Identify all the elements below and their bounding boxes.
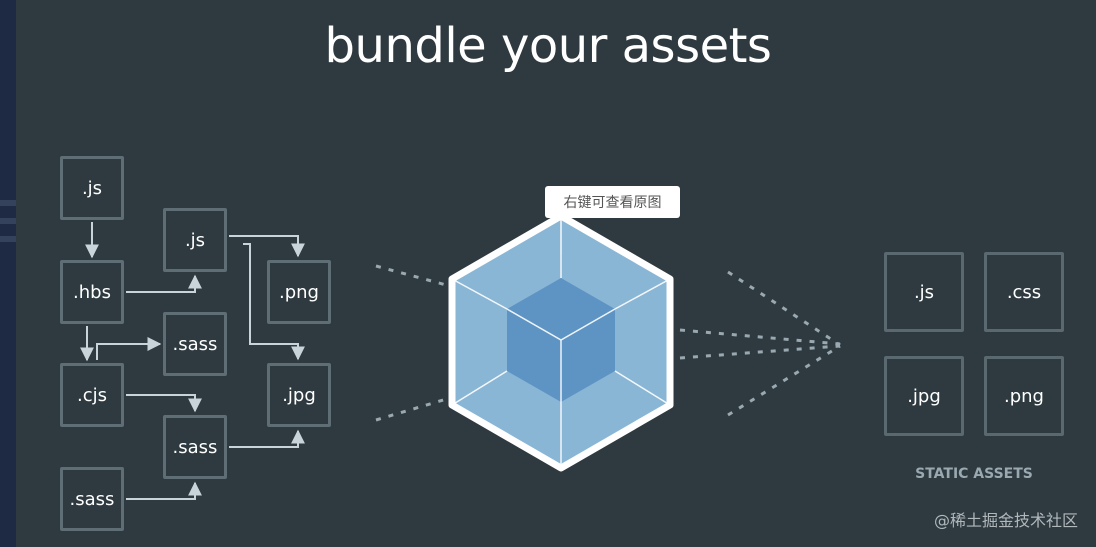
- edge-stripe: [0, 200, 16, 206]
- edge-stripe: [0, 218, 16, 224]
- static-asset-css: .css: [984, 252, 1064, 332]
- source-box-js-2: .js: [163, 208, 227, 272]
- source-box-png: .png: [267, 260, 331, 324]
- flow-line-out: [679, 344, 841, 360]
- edge-stripe: [0, 236, 16, 242]
- source-box-sass-3: .sass: [163, 415, 227, 479]
- dependency-arrow: [229, 429, 305, 448]
- dependency-arrow: [126, 274, 202, 293]
- source-box-jpg: .jpg: [267, 363, 331, 427]
- watermark: @稀土掘金技术社区: [933, 511, 1078, 530]
- source-box-js: .js: [60, 156, 124, 220]
- flow-line-out: [727, 270, 841, 347]
- flow-line-in: [375, 264, 451, 288]
- dependency-arrow: [96, 337, 162, 360]
- static-asset-js: .js: [884, 252, 964, 332]
- dependency-arrow: [126, 481, 202, 500]
- source-box-hbs: .hbs: [60, 260, 124, 324]
- diagram-title: bundle your assets: [324, 18, 772, 74]
- view-original-tooltip: 右键可查看原图: [545, 186, 680, 218]
- static-asset-png: .png: [984, 356, 1064, 436]
- source-box-sass-2: .sass: [163, 312, 227, 376]
- static-assets-label: STATIC ASSETS: [915, 466, 1033, 482]
- dependency-arrow: [126, 394, 202, 413]
- source-box-sass: .sass: [60, 467, 124, 531]
- source-box-cjs: .cjs: [60, 363, 124, 427]
- flow-line-out: [727, 344, 841, 417]
- dependency-arrow: [243, 243, 305, 361]
- flow-line-out: [679, 328, 841, 346]
- flow-line-in: [375, 396, 451, 422]
- static-asset-jpg: .jpg: [884, 356, 964, 436]
- left-edge-strip: [0, 0, 16, 547]
- webpack-cube-icon: [448, 212, 674, 472]
- dependency-arrow: [229, 235, 305, 258]
